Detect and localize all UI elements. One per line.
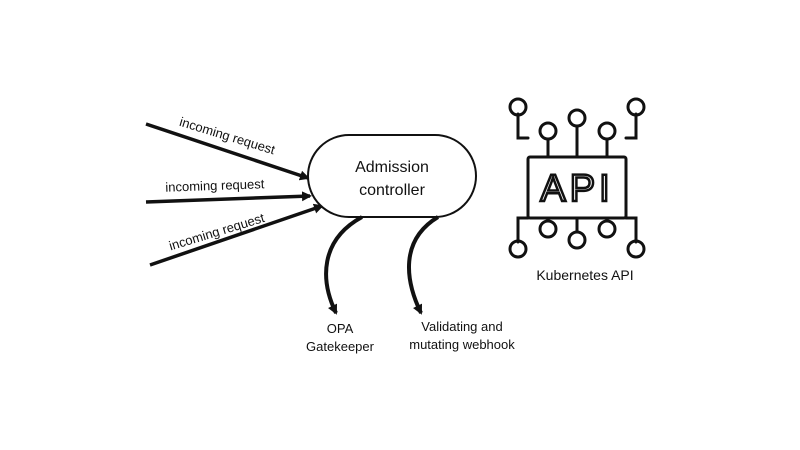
admission-controller-node [307,134,477,218]
incoming-request-arrow-3 [149,203,324,267]
webhook-label-line1: Validating and [421,319,503,334]
incoming-request-arrow-2 [145,191,312,204]
validating-mutating-webhook-label: Validating and mutating webhook [392,318,532,354]
webhook-label-line2: mutating webhook [409,337,515,352]
kubernetes-api-caption: Kubernetes API [536,267,633,283]
api-chip-label: API [540,168,613,210]
incoming-request-label-2: incoming request [165,176,265,194]
kubernetes-api-chip-icon [508,97,646,259]
opa-gatekeeper-arrow [324,215,363,315]
admission-controller-label-line1: Admission [355,159,429,176]
webhook-arrow [407,215,440,315]
opa-label-line1: OPA [326,321,354,336]
opa-label-line2: Gatekeeper [306,339,374,354]
opa-gatekeeper-label: OPA Gatekeeper [300,320,380,356]
admission-controller-label-line2: controller [359,182,425,199]
incoming-request-arrow-1 [145,122,310,181]
